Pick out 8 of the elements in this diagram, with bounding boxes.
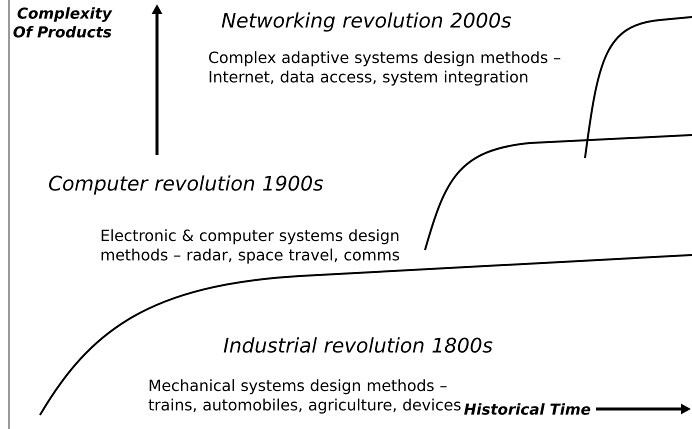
axis-label: Complexity Of Products xyxy=(13,7,112,38)
era-title: Computer revolution 1900s xyxy=(49,175,323,195)
era-title: Networking revolution 2000s xyxy=(222,12,511,32)
era-title: Industrial revolution 1800s xyxy=(224,337,492,353)
era-description: Mechanical systems design methods – trains, automobiles, agriculture, devices xyxy=(148,379,461,414)
era-description: Complex adaptive systems design methods – Internet, data access, system integration xyxy=(209,51,560,86)
axis-label: Historical Time xyxy=(464,403,590,415)
era-description: Electronic & computer systems design methods – radar, space travel, comms xyxy=(102,229,400,264)
